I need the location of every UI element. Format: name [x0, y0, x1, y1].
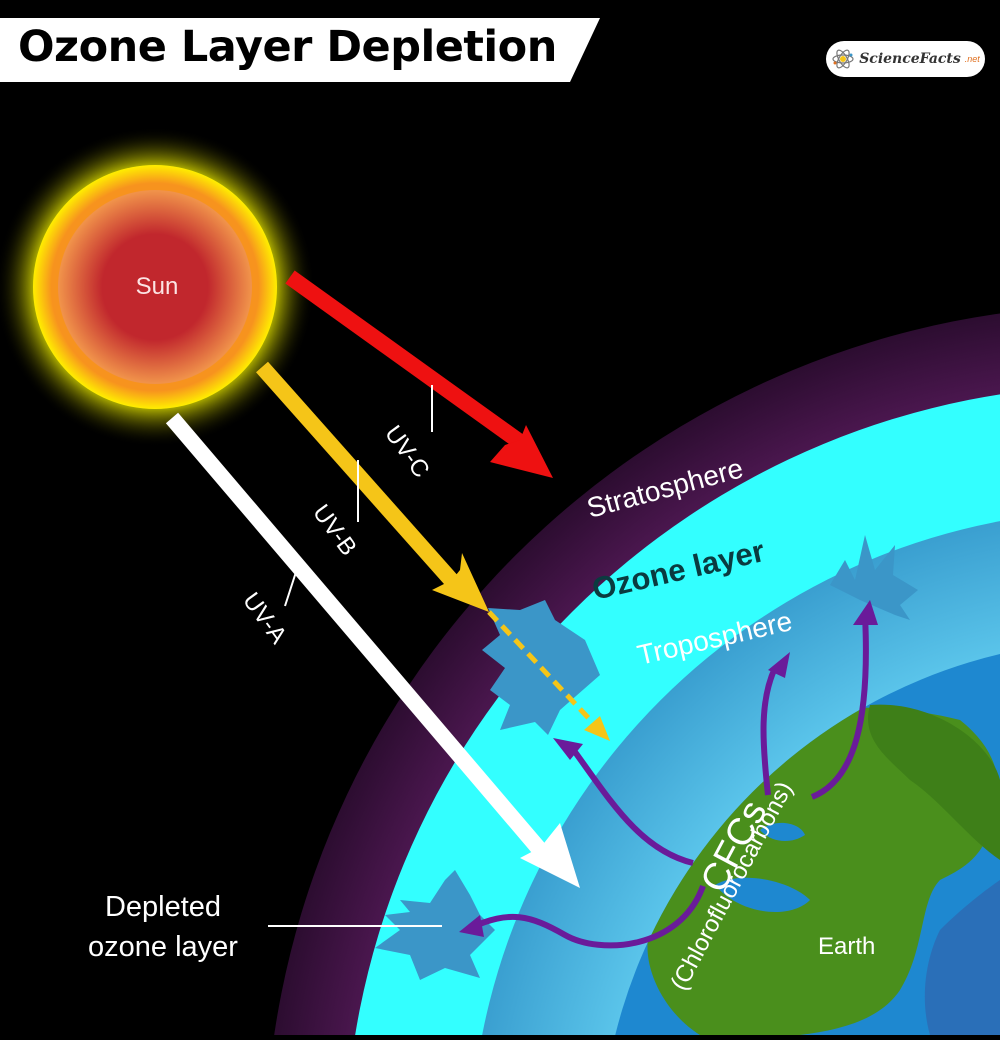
uv-b-dashed-penetration — [487, 610, 597, 727]
uv-c-arrow — [285, 270, 553, 478]
cfc-arrow-right-up — [810, 614, 869, 800]
earth-label: Earth — [818, 933, 875, 960]
sciencefacts-logo[interactable]: ScienceFacts.net — [826, 41, 985, 77]
title-banner — [0, 18, 600, 82]
depleted-patch-upper-right — [830, 535, 918, 620]
uv-a-leader — [284, 571, 297, 607]
logo-suffix: .net — [964, 54, 980, 64]
uv-a-arrow — [165, 412, 580, 888]
uv-c-label: UV-C — [379, 421, 435, 483]
depleted-label-line2: ozone layer — [88, 931, 238, 963]
uv-b-label: UV-B — [307, 500, 362, 561]
atom-icon — [832, 49, 854, 69]
depleted-label-line1: Depleted — [105, 891, 221, 923]
uv-b-arrow — [256, 361, 610, 741]
cfc-arrow-middle-up — [760, 666, 778, 796]
cfc-arrow-lower-left — [468, 884, 706, 949]
sun-label: Sun — [136, 273, 179, 300]
page-title: Ozone Layer Depletion — [18, 22, 557, 72]
sun — [0, 127, 315, 447]
cfc-arrow-left-up — [572, 750, 694, 866]
logo-text: ScienceFacts — [859, 51, 961, 67]
cfc-arrowheads — [459, 600, 878, 937]
uv-a-label: UV-A — [237, 588, 292, 649]
cfc-arrows — [468, 614, 869, 949]
